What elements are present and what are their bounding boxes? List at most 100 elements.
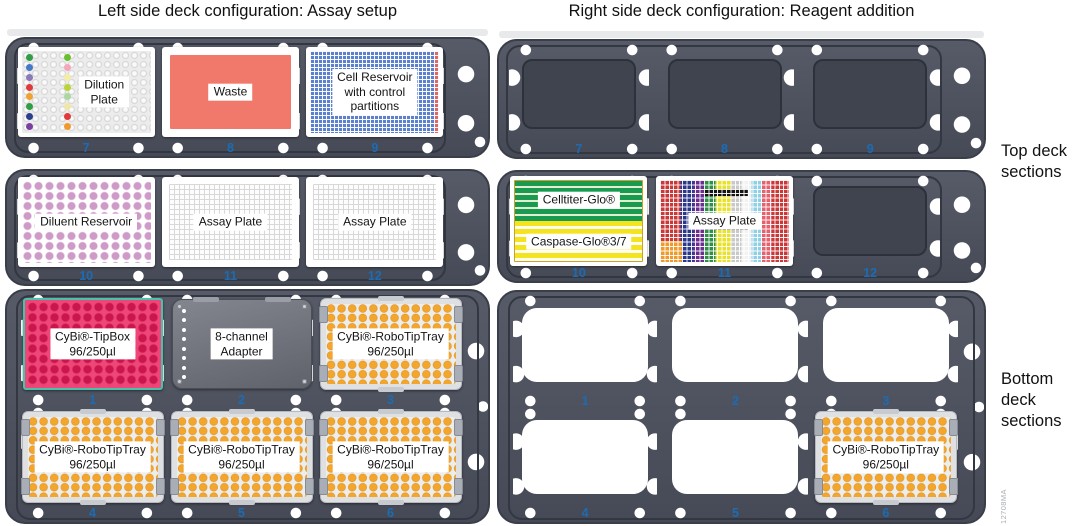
plate-label: Cell Reservoir with control partitions xyxy=(332,69,418,115)
celltiter-caspase-glo-plate: Celltiter-Glo® Caspase-Glo®3/7 xyxy=(510,176,648,266)
right-bottom-deck-section-1-6: 1 2 3 4 5 xyxy=(497,290,986,524)
position-left-1: CyBi®-TipBox 96/250µl 1 xyxy=(21,294,164,407)
position-right-5: 5 xyxy=(663,407,808,520)
cell-reservoir-plate: Cell Reservoir with control partitions xyxy=(306,47,444,137)
position-left-9: Cell Reservoir with control partitions 9 xyxy=(305,42,444,155)
empty-slot-white xyxy=(822,307,949,382)
position-number: 2 xyxy=(238,393,245,407)
position-right-3: 3 xyxy=(813,295,958,408)
empty-slot xyxy=(813,186,928,256)
empty-slot-white xyxy=(522,307,649,382)
position-left-3: CyBi®-RoboTipTray 96/250µl 3 xyxy=(318,294,463,407)
plate-label: Waste xyxy=(208,83,253,101)
position-right-9: 9 xyxy=(800,44,941,156)
position-number: 6 xyxy=(387,506,394,520)
left-deck-title: Left side deck configuration: Assay setu… xyxy=(97,2,397,20)
position-number: 10 xyxy=(571,266,586,280)
sample-dot xyxy=(25,54,33,61)
plate-label: CyBi®-TipBox 96/250µl xyxy=(49,328,136,360)
empty-slot-white xyxy=(672,420,799,495)
position-right-2: 2 xyxy=(663,295,808,408)
empty-slot-white xyxy=(522,420,649,495)
position-left-4: CyBi®-RoboTipTray 96/250µl 4 xyxy=(20,407,165,520)
empty-slot xyxy=(667,58,782,129)
tray-clip xyxy=(453,478,463,495)
plate-label: CyBi®-RoboTipTray 96/250µl xyxy=(34,441,151,473)
dilution-plate: Dilution Plate xyxy=(17,47,155,137)
screw-icon xyxy=(301,379,307,384)
plate-label: 8-channel Adapter xyxy=(210,328,273,360)
sample-dot xyxy=(25,73,33,81)
sample-dot xyxy=(63,54,71,61)
plate-label: Caspase-Glo®3/7 xyxy=(526,233,632,250)
left-deck-top-edge xyxy=(7,29,488,36)
position-left-8: Waste 8 xyxy=(161,42,300,155)
cybi-robotiptray: CyBi®-RoboTipTray 96/250µl xyxy=(318,411,463,503)
sample-dot xyxy=(25,63,33,71)
tray-clip xyxy=(169,478,179,495)
sample-dot xyxy=(63,113,71,121)
tray-clip xyxy=(453,306,463,323)
sample-dot xyxy=(63,83,71,91)
tray-clip xyxy=(948,419,958,437)
tray-clip xyxy=(813,419,823,437)
assay-plate-multicolor: Assay Plate xyxy=(656,176,793,266)
adapter-dot-column xyxy=(181,309,186,379)
sample-dot xyxy=(25,122,33,130)
plate-label: Dilution Plate xyxy=(79,76,130,108)
position-number: 5 xyxy=(238,506,245,520)
left-top-deck-section-7-9: Dilution Plate 7 Waste 8 xyxy=(5,37,490,158)
plate-label: CyBi®-RoboTipTray 96/250µl xyxy=(332,328,449,360)
empty-slot xyxy=(521,58,636,129)
tray-clip xyxy=(20,478,30,495)
position-number: 7 xyxy=(575,142,583,156)
position-right-8: 8 xyxy=(654,44,795,156)
assay-plate-grid xyxy=(313,184,437,260)
figure-watermark: 12708MA xyxy=(999,489,1008,524)
assay-plate: Assay Plate xyxy=(306,177,444,267)
plate-label: CyBi®-RoboTipTray 96/250µl xyxy=(332,441,449,473)
tray-clip xyxy=(169,419,179,436)
position-right-7: 7 xyxy=(509,44,649,156)
tray-clip xyxy=(155,419,165,436)
tray-clip xyxy=(453,419,463,436)
assay-plate-grid xyxy=(168,184,292,260)
position-number: 6 xyxy=(882,506,890,520)
position-left-5: CyBi®-RoboTipTray 96/250µl 5 xyxy=(169,407,314,520)
cybi-tipbox: CyBi®-TipBox 96/250µl xyxy=(22,298,163,390)
position-left-10: Diluent Reservoir 10 xyxy=(17,174,156,283)
tray-clip xyxy=(813,478,823,496)
screw-icon xyxy=(301,304,307,309)
tray-clip xyxy=(20,419,30,436)
plate-label: Celltiter-Glo® xyxy=(537,191,620,209)
left-middle-deck-section-10-12: Diluent Reservoir 10 Assay Plate 11 xyxy=(5,169,490,286)
right-deck-title: Right side deck configuration: Reagent a… xyxy=(568,2,915,20)
position-number: 8 xyxy=(721,142,728,156)
right-top-deck-section-7-9: 7 8 9 xyxy=(497,39,986,159)
plate-label: CyBi®-RoboTipTray 96/250µl xyxy=(183,441,300,473)
plate-label: Assay Plate xyxy=(193,213,268,231)
plate-label: CyBi®-RoboTipTray 96/250µl xyxy=(827,441,945,473)
bottom-deck-sections-label: Bottom deck sections xyxy=(1001,370,1062,431)
sample-dot xyxy=(25,103,33,111)
position-number: 3 xyxy=(387,393,394,407)
position-left-12: Assay Plate 12 xyxy=(305,174,444,283)
tray-clip xyxy=(318,365,328,382)
plate-label: Assay Plate xyxy=(338,213,412,231)
position-number: 9 xyxy=(866,142,874,156)
assay-plate: Assay Plate xyxy=(161,177,299,267)
left-bottom-deck-section-1-6: CyBi®-TipBox 96/250µl 1 xyxy=(5,289,490,524)
position-right-11: Assay Plate 11 xyxy=(654,175,795,280)
position-number: 8 xyxy=(227,141,234,155)
cybi-robotiptray: CyBi®-RoboTipTray 96/250µl xyxy=(20,411,165,503)
sample-dot xyxy=(63,63,71,71)
position-number: 9 xyxy=(371,141,379,155)
plate-label: Assay Plate xyxy=(687,212,762,230)
position-left-6: CyBi®-RoboTipTray 96/250µl 6 xyxy=(318,407,463,520)
empty-slot xyxy=(813,58,928,129)
position-right-1: 1 xyxy=(513,295,658,408)
position-number: 1 xyxy=(581,393,589,408)
dilution-plate-wells: Dilution Plate xyxy=(21,51,151,133)
screw-icon xyxy=(176,379,182,384)
